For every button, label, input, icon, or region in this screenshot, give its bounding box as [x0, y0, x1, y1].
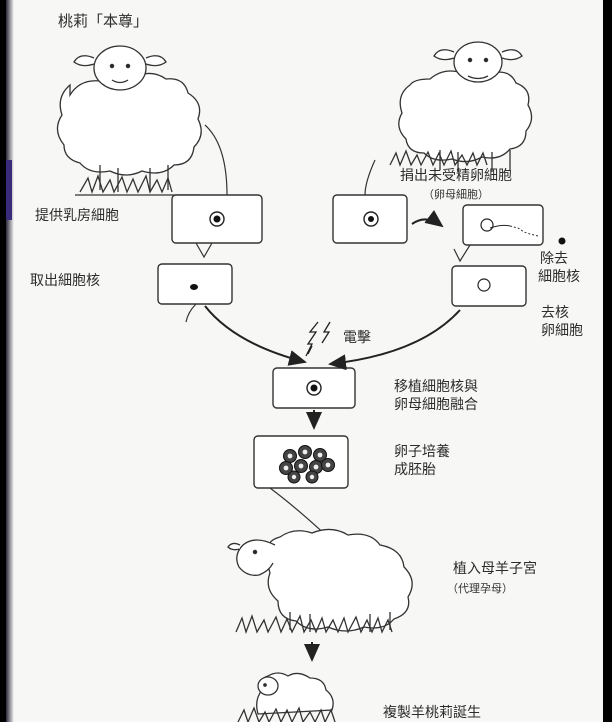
remove-nucleus-box	[463, 205, 566, 245]
label-culture-1: 卵子培養	[394, 443, 450, 461]
label-birth: 複製羊桃莉誕生	[383, 704, 481, 722]
label-remove-nucleus-1: 除去	[540, 250, 568, 268]
label-extract-nucleus: 取出細胞核	[30, 272, 100, 290]
lightning-icon	[306, 322, 330, 356]
dolly-lamb-illustration	[238, 673, 335, 722]
label-fusion-1: 移植細胞核與	[394, 378, 478, 396]
label-enucleated-1: 去核	[541, 304, 569, 322]
egg-cell-box	[333, 195, 407, 243]
label-electric-shock: 電擊	[343, 329, 371, 347]
label-culture-2: 成胚胎	[394, 461, 436, 479]
label-surrogate: （代理孕母）	[447, 580, 513, 598]
fused-cell-box	[273, 368, 355, 408]
egg-donor-sheep-illustration	[390, 42, 532, 172]
label-donate-egg: 捐出未受精卵細胞	[400, 167, 512, 185]
title-label: 桃莉「本尊」	[58, 12, 148, 30]
label-fusion-2: 卵母細胞融合	[394, 396, 478, 414]
mammary-cell-box	[172, 195, 262, 243]
enucleated-egg-box	[452, 266, 526, 306]
label-provide-mammary: 提供乳房細胞	[35, 207, 119, 225]
surrogate-sheep-illustration	[228, 529, 412, 632]
label-implant: 植入母羊子宮	[453, 560, 537, 578]
label-enucleated-2: 卵細胞	[541, 322, 583, 340]
label-egg-mother: （卵母細胞）	[423, 186, 489, 204]
donor-sheep-illustration	[57, 46, 201, 195]
extracted-nucleus-box	[158, 264, 232, 304]
embryo-box	[254, 436, 348, 488]
label-remove-nucleus-2: 細胞核	[538, 268, 580, 286]
